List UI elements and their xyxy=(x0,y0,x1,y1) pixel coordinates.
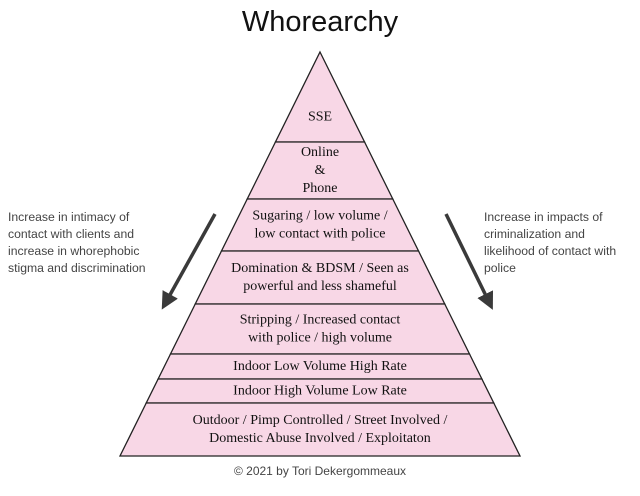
pyramid-tier: Indoor Low Volume High Rate xyxy=(157,353,483,380)
pyramid-tier: Sugaring / low volume / low contact with … xyxy=(220,198,420,252)
pyramid-tier-label: Stripping / Increased contact xyxy=(240,313,401,328)
pyramid-tier-label: SSE xyxy=(308,110,332,125)
left-annotation: Increase in intimacy of contact with cli… xyxy=(8,209,183,277)
pyramid-tier-label: powerful and less shameful xyxy=(243,279,397,294)
pyramid-tier-label: Online xyxy=(301,145,339,160)
pyramid-tier-label: Domination & BDSM / Seen as xyxy=(231,261,409,276)
pyramid-tier: Indoor High Volume Low Rate xyxy=(145,378,495,404)
pyramid-tier: Domination & BDSM / Seen as powerful and … xyxy=(194,250,446,305)
right-down-arrow xyxy=(444,213,494,310)
right-annotation-line: Increase in impacts of xyxy=(484,210,603,224)
pyramid-tier: SSE xyxy=(274,50,366,143)
right-annotation-line: criminalization and xyxy=(484,227,585,241)
pyramid-tier-label: Domestic Abuse Involved / Exploitaton xyxy=(209,431,431,446)
right-annotation: Increase in impacts of criminalization a… xyxy=(484,209,640,277)
pyramid-tier-label: Phone xyxy=(303,181,338,196)
left-annotation-line: contact with clients and xyxy=(8,227,135,241)
pyramid-tier-shape xyxy=(169,303,471,355)
pyramid-tier-shape xyxy=(220,198,420,252)
pyramid-tier: Online & Phone xyxy=(246,141,394,200)
pyramid-tier-label: Indoor High Volume Low Rate xyxy=(233,384,407,399)
pyramid-tier-label: Indoor Low Volume High Rate xyxy=(233,359,407,374)
pyramid-tier-label: Outdoor / Pimp Controlled / Street Invol… xyxy=(193,413,448,428)
pyramid-tier-shape xyxy=(194,250,446,305)
pyramid-tier-label: & xyxy=(315,163,326,178)
left-annotation-line: stigma and discrimination xyxy=(8,261,146,275)
copyright-credit: © 2021 by Tori Dekergommeaux xyxy=(233,464,407,478)
pyramid-tier: Outdoor / Pimp Controlled / Street Invol… xyxy=(118,402,522,457)
pyramid-tier-shape xyxy=(274,50,366,143)
left-annotation-line: Increase in intimacy of xyxy=(8,210,130,224)
right-annotation-line: police xyxy=(484,261,516,275)
pyramid-tier-label: Sugaring / low volume / xyxy=(252,209,387,224)
left-down-arrow xyxy=(161,213,217,310)
diagram-title: Whorearchy xyxy=(241,6,399,38)
pyramid-tier-label: with police / high volume xyxy=(248,331,392,346)
pyramid-tier-label: low contact with police xyxy=(254,227,385,242)
right-annotation-line: likelihood of contact with xyxy=(484,244,617,258)
left-annotation-line: increase in whorephobic xyxy=(8,244,140,258)
pyramid-tier: Stripping / Increased contact with police… xyxy=(169,303,471,355)
pyramid-tier-shape xyxy=(118,402,522,457)
